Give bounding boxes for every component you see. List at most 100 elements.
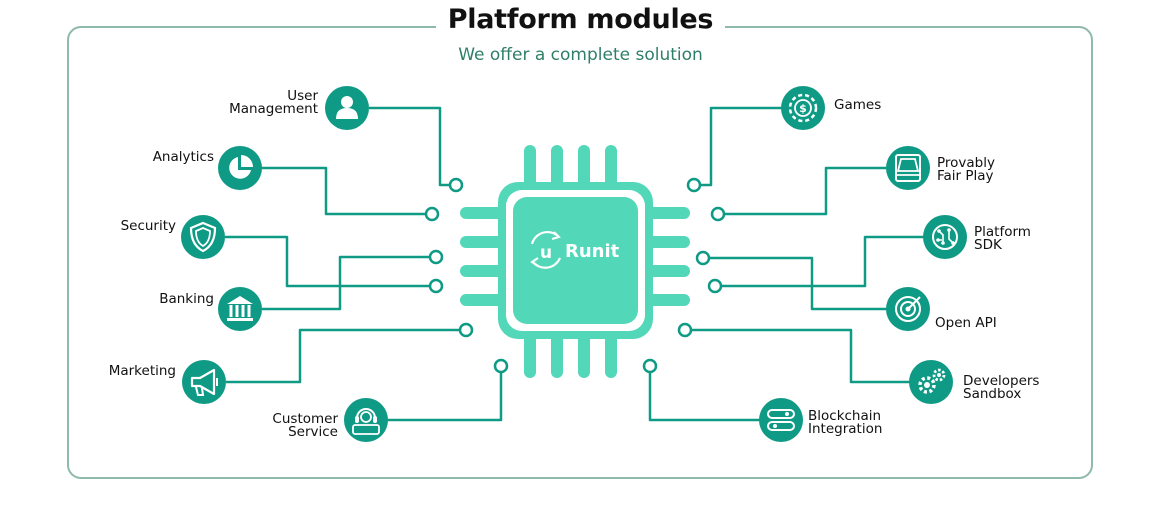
connector-line-3 [225, 235, 436, 288]
module-label-line: Blockchain [808, 408, 882, 424]
module-label-line: Provably [937, 155, 995, 171]
chip-pin-right-2 [645, 236, 690, 248]
scale-icon [895, 154, 921, 182]
chip-pin-bottom-3 [578, 332, 590, 378]
processor-chip: u Runit [460, 145, 690, 378]
module-left-6-badge [344, 398, 388, 442]
chip-pin-right-3 [645, 265, 690, 277]
module-left-3-badge [181, 215, 225, 259]
connector-line-1 [369, 106, 456, 187]
module-label-line: Integration [808, 421, 883, 437]
module-left-1-badge [325, 86, 369, 130]
connector-line-9 [715, 235, 924, 288]
connector-node-5 [458, 322, 474, 338]
page-title: Platform modules [435, 4, 726, 35]
svg-text:$: $ [799, 102, 807, 115]
title-wrap: Platform modules [0, 4, 1161, 35]
chip-pin-bottom-4 [605, 332, 617, 378]
circuit-icon [932, 224, 958, 250]
module-label-line: SDK [974, 237, 1002, 253]
module-right-1-label: Games [834, 96, 882, 113]
chip-pin-bottom-1 [524, 332, 536, 378]
connector-node-7 [686, 177, 702, 193]
connector-node-10 [695, 250, 711, 266]
module-left-2-badge [218, 146, 262, 190]
module-right-3-badge [923, 215, 967, 259]
module-right-5-badge [909, 360, 953, 404]
logo-text: Runit [565, 241, 620, 262]
connector-line-5 [226, 328, 466, 384]
chip-pin-right-1 [645, 207, 690, 219]
connector-node-8 [710, 206, 726, 222]
connector-node-6 [493, 358, 509, 374]
connector-node-3 [428, 278, 444, 294]
connector-line-11 [685, 328, 910, 384]
blockchain-icon [767, 409, 795, 431]
module-left-3-label: Security [120, 217, 176, 234]
chip-pin-left-1 [460, 207, 505, 219]
chip-pin-top-2 [551, 145, 563, 191]
module-label-line: Fair Play [937, 168, 994, 184]
module-label-line: Banking [159, 290, 214, 307]
module-left-2-label: Analytics [152, 148, 214, 165]
module-right-2-badge [886, 146, 930, 190]
module-right-4-label: Open API [935, 314, 997, 331]
shield-icon [189, 221, 217, 253]
connector-line-10 [703, 256, 887, 311]
user-icon [336, 96, 358, 119]
module-left-4-badge [218, 287, 262, 331]
connector-node-12 [642, 358, 658, 374]
module-label-line: Platform [974, 224, 1031, 240]
connector-line-8 [718, 166, 888, 216]
module-label-line: Sandbox [963, 386, 1022, 402]
connector-line-6 [387, 366, 503, 422]
casino-chip-icon: $ [788, 93, 818, 123]
chip-logo: u Runit [530, 231, 620, 269]
page-subtitle: We offer a complete solution [458, 45, 703, 65]
module-label-line: Analytics [152, 148, 214, 165]
pie-chart-icon [229, 155, 253, 179]
bank-icon [227, 296, 253, 321]
module-label-line: Open API [935, 314, 997, 331]
chip-pin-left-3 [460, 265, 505, 277]
module-label-line: Customer [272, 411, 338, 427]
target-icon [895, 296, 921, 322]
module-label-line: Marketing [108, 362, 176, 379]
chip-body-inner [513, 197, 638, 324]
module-left-5-badge [182, 360, 226, 404]
module-left-5-label: Marketing [108, 362, 176, 379]
module-right-6-badge [759, 398, 803, 442]
connector-line-2 [261, 166, 432, 216]
connector-line-7 [694, 106, 782, 187]
module-left-4-label: Banking [159, 290, 214, 307]
connector-node-9 [707, 278, 723, 294]
connector-node-11 [677, 322, 693, 338]
module-label-line: Service [288, 424, 338, 440]
module-label-line: Developers [963, 373, 1040, 389]
chip-pin-right-4 [645, 294, 690, 306]
module-label-line: Security [120, 217, 176, 234]
module-label-line: Games [834, 96, 882, 113]
gears-icon [918, 368, 946, 394]
chip-pin-bottom-2 [551, 332, 563, 378]
module-right-4-badge [886, 287, 930, 331]
chip-pin-top-3 [578, 145, 590, 191]
logo-letter-u: u [540, 243, 552, 263]
chip-pin-left-4 [460, 294, 505, 306]
connector-node-4 [428, 249, 444, 265]
connector-line-4 [262, 255, 436, 311]
module-right-1-badge: $ [781, 86, 825, 130]
chip-pin-top-1 [524, 145, 536, 191]
headset-icon [352, 408, 380, 435]
chip-pin-left-2 [460, 236, 505, 248]
connector-line-12 [648, 366, 760, 422]
megaphone-icon [190, 368, 218, 396]
chip-pin-top-4 [605, 145, 617, 191]
